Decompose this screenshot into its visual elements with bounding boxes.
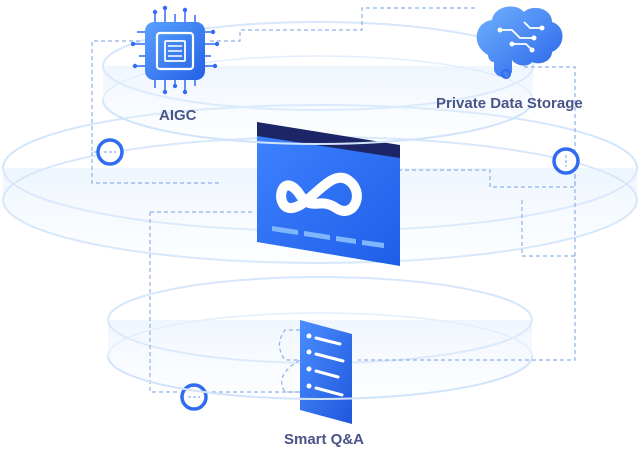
connector-node-left — [98, 140, 122, 164]
smart-qa-label: Smart Q&A — [284, 431, 364, 448]
aigc-label: AIGC — [159, 107, 197, 124]
connector-node-right — [554, 149, 578, 173]
document-list-icon — [300, 320, 352, 424]
private-data-storage-label: Private Data Storage — [436, 95, 583, 112]
